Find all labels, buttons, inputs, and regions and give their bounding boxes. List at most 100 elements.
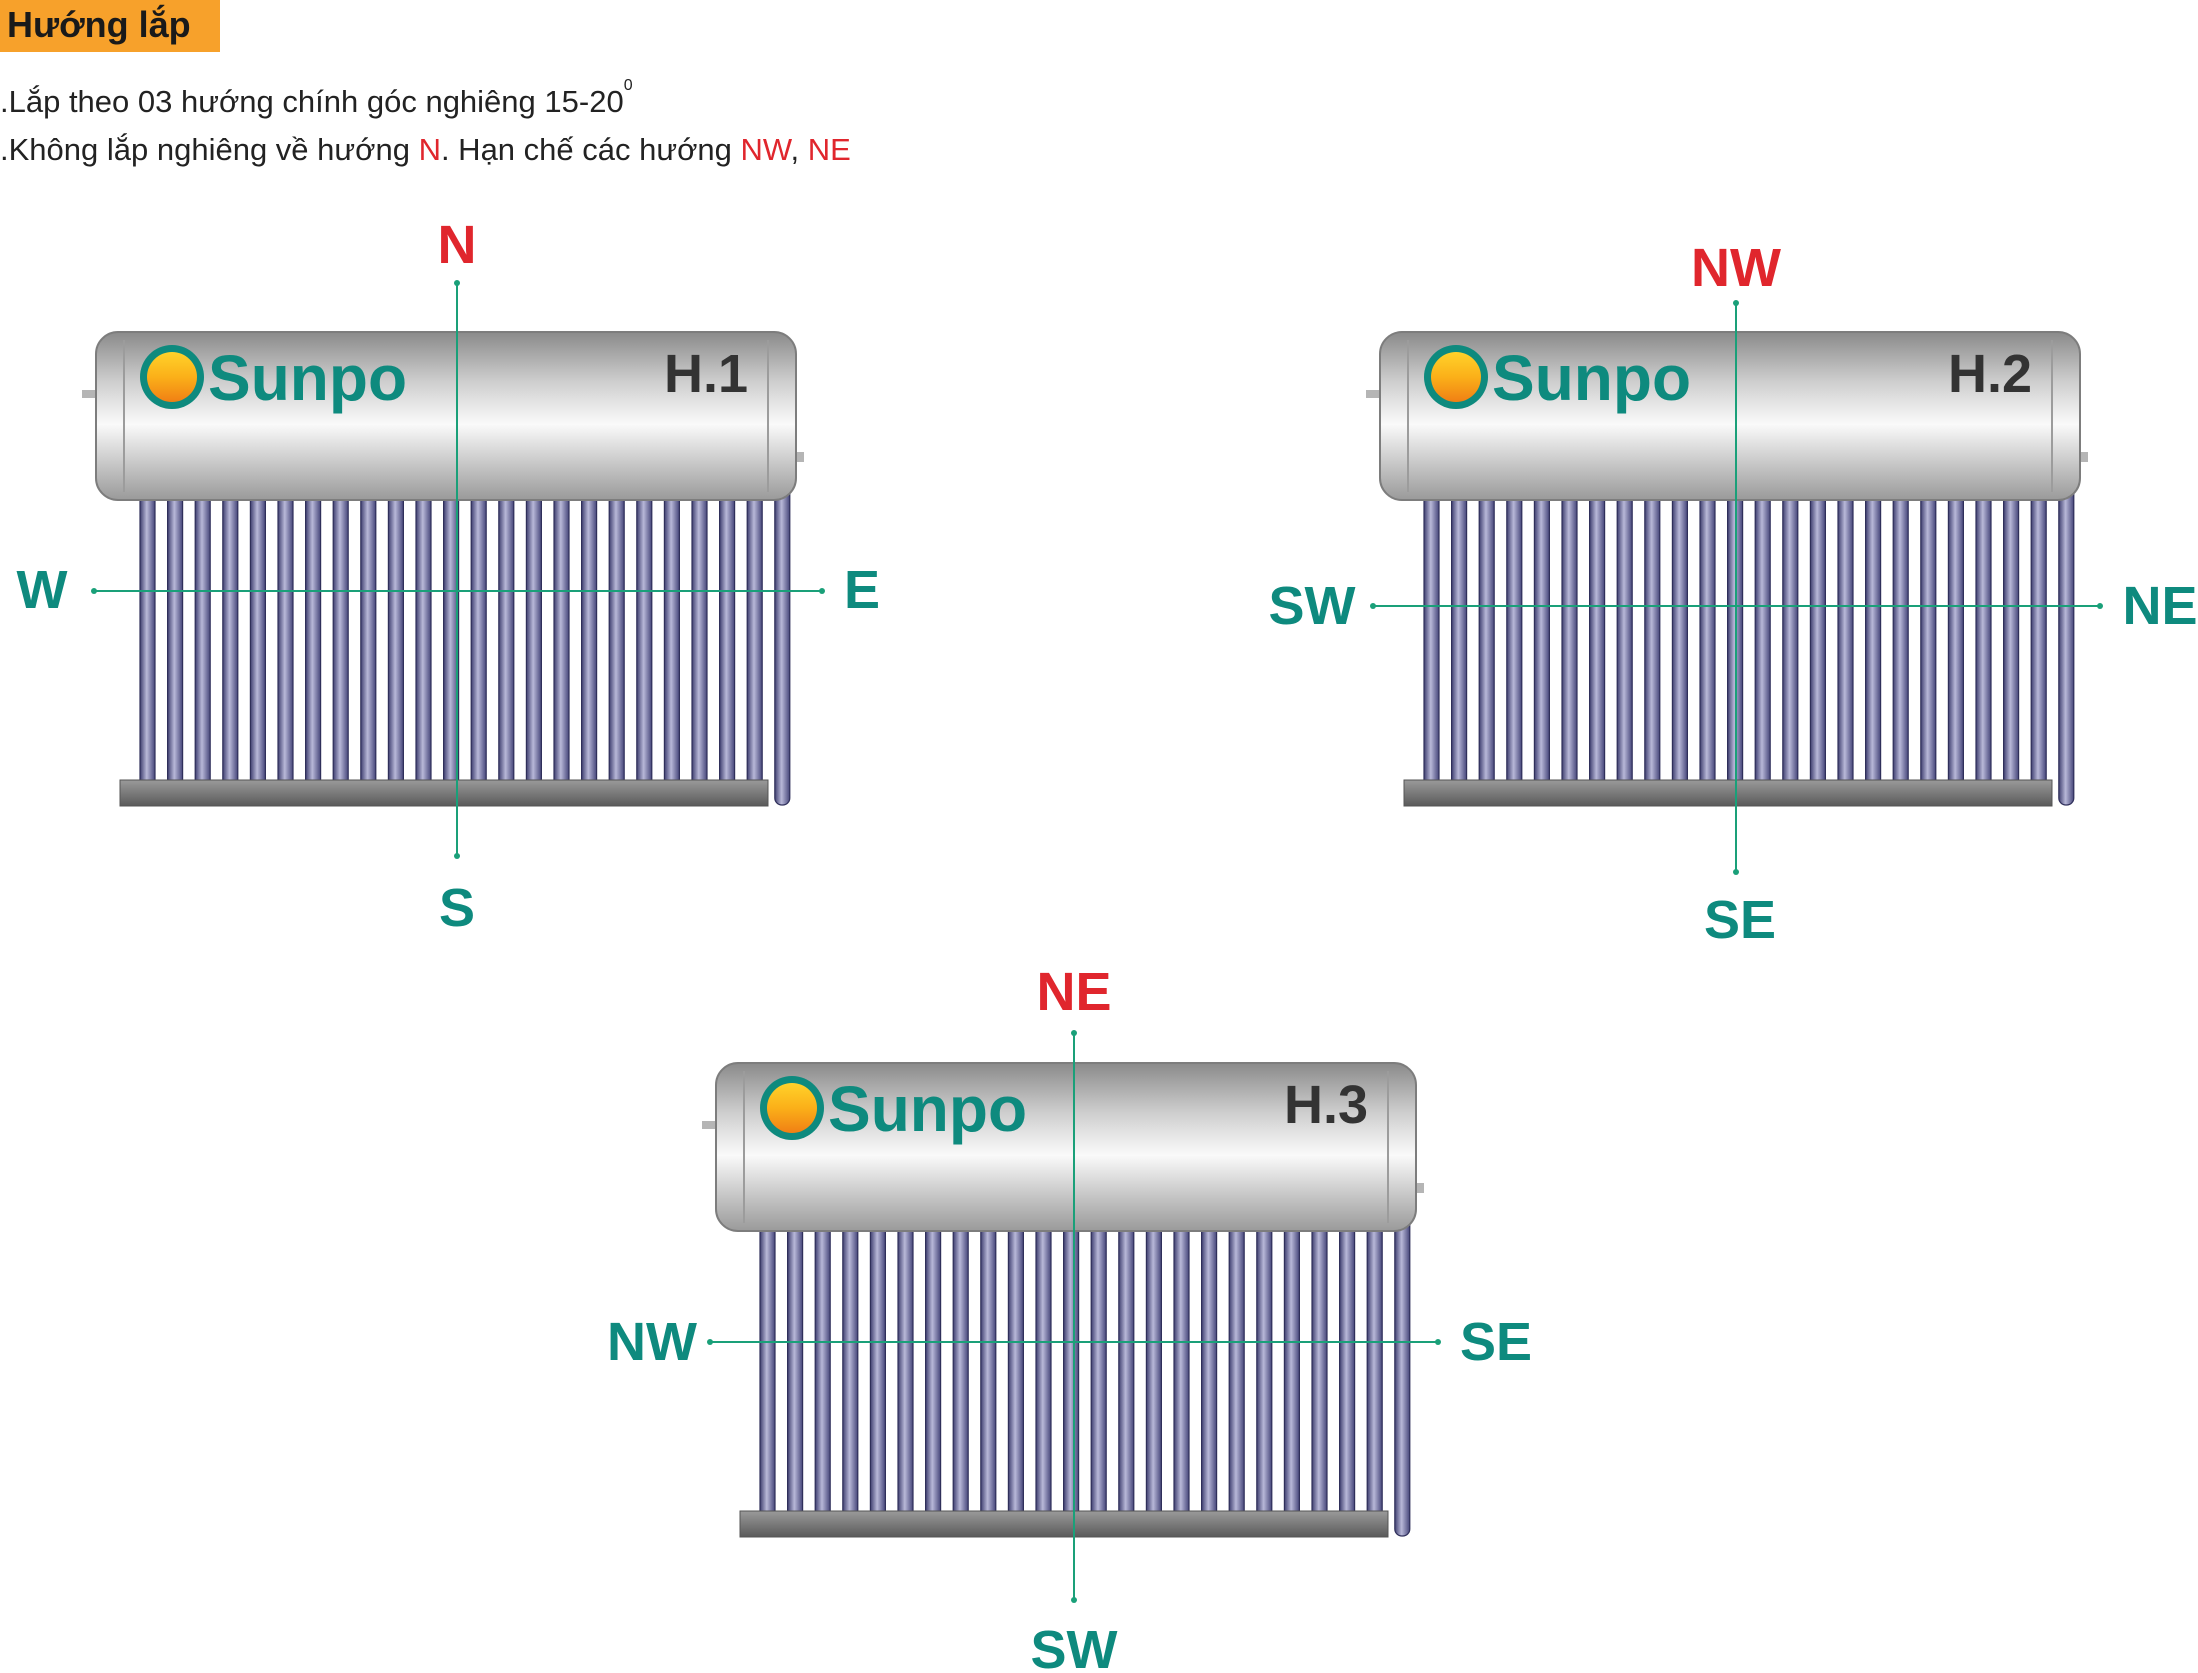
vacuum-tube	[1311, 1210, 1328, 1537]
axis-endpoint	[2097, 603, 2103, 609]
water-tank	[95, 331, 797, 501]
vacuum-tube	[1283, 1210, 1301, 1537]
direction-right: E	[844, 560, 880, 620]
vacuum-tube	[2002, 479, 2020, 806]
vacuum-tube	[1837, 479, 1854, 806]
vacuum-tube	[1506, 479, 1523, 806]
vacuum-tube	[1173, 1210, 1190, 1537]
base-rail	[1403, 779, 2053, 807]
vacuum-tube	[786, 1210, 804, 1537]
vacuum-tube	[332, 479, 349, 806]
vacuum-tube	[718, 479, 736, 806]
vacuum-tube	[1561, 479, 1578, 806]
vacuum-tube	[774, 479, 791, 806]
vacuum-tube	[1782, 479, 1799, 806]
instruction-line-2: .Không lắp nghiêng về hướng N. Hạn chế c…	[0, 132, 851, 168]
sun-logo-icon	[767, 1083, 817, 1133]
vacuum-tube	[1090, 1210, 1107, 1537]
brand-name: Sunpo	[1492, 342, 1691, 414]
page-title: Hướng lắp	[7, 4, 191, 45]
vacuum-tube	[470, 479, 487, 806]
vacuum-tube	[305, 479, 322, 806]
vacuum-tube	[553, 479, 570, 806]
vacuum-tube	[387, 479, 404, 806]
vacuum-tube	[636, 479, 653, 806]
pipe-stub	[1414, 1183, 1424, 1193]
vacuum-tube	[1644, 479, 1661, 806]
vacuum-tube	[1062, 1210, 1080, 1537]
vacuum-tube	[1423, 479, 1440, 806]
vacuum-tube	[869, 1210, 887, 1537]
vacuum-tube	[1671, 479, 1689, 806]
brand-name: Sunpo	[208, 342, 407, 414]
direction-bottom: SE	[1704, 890, 1776, 950]
vacuum-tube	[691, 479, 708, 806]
vacuum-tube	[1007, 1210, 1025, 1537]
limited-direction: NW	[740, 132, 791, 167]
vacuum-tube	[222, 479, 239, 806]
vacuum-tube	[277, 479, 294, 806]
instruction-text: .Không lắp nghiêng về hướng	[0, 132, 419, 167]
instruction-text: .Lắp theo 03 hướng chính góc nghiêng 15-…	[0, 84, 624, 119]
water-tank	[715, 1062, 1417, 1232]
limited-direction: NE	[807, 132, 851, 167]
vacuum-tube	[1035, 1210, 1052, 1537]
vacuum-tube	[249, 479, 266, 806]
vacuum-tube	[1754, 479, 1771, 806]
vacuum-tube	[525, 479, 543, 806]
direction-right: SE	[1460, 1312, 1532, 1372]
axis-endpoint	[91, 588, 97, 594]
vacuum-tube	[580, 479, 598, 806]
vacuum-tube	[1947, 479, 1965, 806]
vacuum-tube	[1864, 479, 1882, 806]
axis-endpoint	[454, 853, 460, 859]
vacuum-tube	[360, 479, 377, 806]
vacuum-tube	[1200, 1210, 1218, 1537]
separator: ,	[790, 132, 808, 167]
direction-bottom: S	[439, 878, 475, 938]
vacuum-tube	[1228, 1210, 1245, 1537]
vacuum-tube	[415, 479, 432, 806]
vacuum-tube	[1145, 1210, 1163, 1537]
pipe-stub	[794, 452, 804, 462]
axis-endpoint	[819, 588, 825, 594]
direction-top: NE	[1036, 962, 1111, 1022]
vacuum-tube	[498, 479, 515, 806]
vacuum-tube	[1809, 479, 1827, 806]
axis-endpoint	[454, 280, 460, 286]
vacuum-tube	[1394, 1210, 1411, 1537]
direction-top: NW	[1691, 238, 1781, 298]
instruction-text: . Hạn chế các hướng	[440, 132, 741, 167]
vacuum-tube	[1118, 1210, 1135, 1537]
vacuum-tube	[1699, 479, 1716, 806]
axis-endpoint	[1733, 869, 1739, 875]
figure-label: H.2	[1948, 344, 2032, 404]
vacuum-tube	[1892, 479, 1909, 806]
vacuum-tube	[1478, 479, 1495, 806]
vacuum-tube	[952, 1210, 969, 1537]
vacuum-tube	[924, 1210, 942, 1537]
vacuum-tube	[1366, 1210, 1383, 1537]
pipe-stub	[2078, 452, 2088, 462]
direction-right: NE	[2122, 576, 2197, 636]
axis-endpoint	[1435, 1339, 1441, 1345]
vacuum-tube	[1588, 479, 1606, 806]
vacuum-tube	[746, 479, 763, 806]
vacuum-tube	[842, 1210, 859, 1537]
direction-bottom: SW	[1031, 1620, 1118, 1673]
vacuum-tube	[1533, 479, 1551, 806]
sun-logo-icon	[1431, 352, 1481, 402]
axis-endpoint	[1733, 300, 1739, 306]
vacuum-tube	[1450, 479, 1468, 806]
vacuum-tube	[194, 479, 211, 806]
figure-label: H.1	[664, 344, 748, 404]
base-rail	[739, 1510, 1389, 1538]
instruction-line-1: .Lắp theo 03 hướng chính góc nghiêng 15-…	[0, 77, 633, 120]
pipe-stub	[82, 390, 98, 398]
vacuum-tube	[608, 479, 625, 806]
figure-label: H.3	[1284, 1075, 1368, 1135]
direction-top: N	[438, 215, 477, 275]
brand-name: Sunpo	[828, 1073, 1027, 1145]
sun-logo-icon	[147, 352, 197, 402]
